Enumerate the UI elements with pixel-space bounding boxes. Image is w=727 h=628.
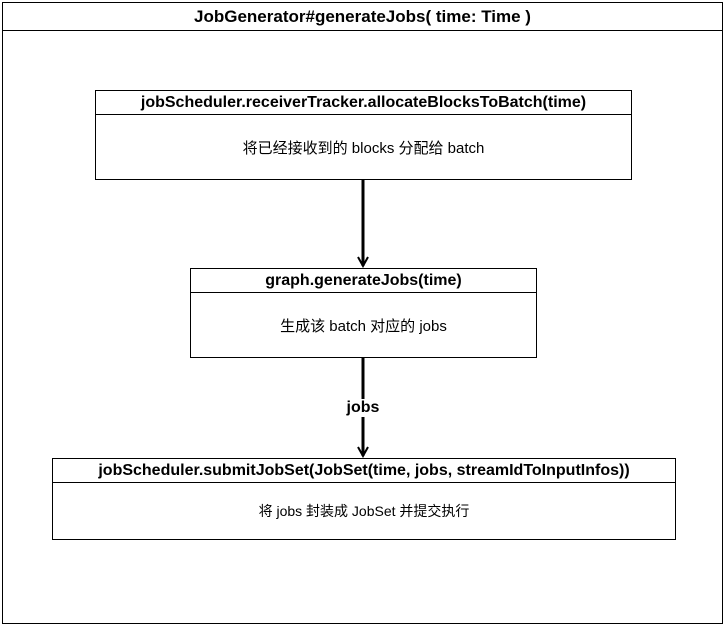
edge-label-jobs: jobs (333, 399, 393, 417)
node-generate-jobs: graph.generateJobs(time) 生成该 batch 对应的 j… (190, 268, 537, 358)
node-body: 生成该 batch 对应的 jobs (280, 317, 447, 335)
node-header: jobScheduler.receiverTracker.allocateBlo… (96, 91, 631, 115)
node-body: 将已经接收到的 blocks 分配给 batch (242, 139, 485, 157)
node-header: jobScheduler.submitJobSet(JobSet(time, j… (53, 459, 675, 483)
frame-title: JobGenerator#generateJobs( time: Time ) (3, 3, 722, 31)
node-allocate-blocks: jobScheduler.receiverTracker.allocateBlo… (95, 90, 632, 180)
node-body: 将 jobs 封装成 JobSet 并提交执行 (258, 503, 470, 519)
node-submit-jobset: jobScheduler.submitJobSet(JobSet(time, j… (52, 458, 676, 540)
node-header: graph.generateJobs(time) (191, 269, 536, 293)
